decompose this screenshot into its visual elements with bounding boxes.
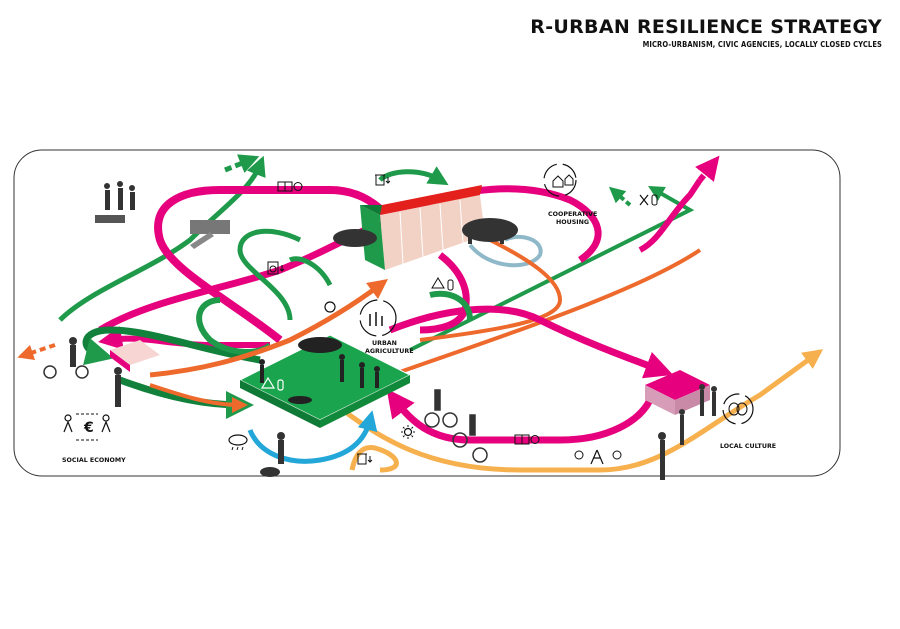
plot-side-right bbox=[320, 375, 410, 428]
flow-bottom-loop bbox=[349, 444, 399, 473]
flow-orange-main bbox=[149, 279, 389, 378]
svg-text:€: € bbox=[83, 420, 94, 436]
social-economy-block bbox=[110, 340, 160, 372]
recycle-bin-icon-bottom bbox=[357, 453, 373, 465]
diagram-frame bbox=[13, 149, 841, 477]
social-people bbox=[43, 337, 122, 407]
tools-icon bbox=[639, 194, 658, 206]
flow-green-agri bbox=[429, 290, 473, 321]
flow-green-social bbox=[82, 326, 261, 366]
label-urban-agriculture-1: URBAN bbox=[372, 340, 397, 347]
label-urban-agriculture-2: AGRICULTURE bbox=[365, 348, 414, 355]
flow-magenta-to-culture bbox=[388, 305, 674, 379]
book-mask-icon-bottom bbox=[514, 434, 540, 445]
flow-orange-right bbox=[399, 248, 702, 374]
worker-wheelbarrow bbox=[260, 432, 285, 477]
theatre-mask-icon bbox=[722, 393, 754, 425]
urban-agriculture-icon bbox=[359, 299, 397, 337]
label-cooperative-housing-2: HOUSING bbox=[556, 219, 589, 226]
label-social-economy: SOCIAL ECONOMY bbox=[62, 457, 126, 464]
book-mask-icon bbox=[277, 181, 303, 192]
flow-blue-plot bbox=[247, 410, 378, 464]
workshop-people bbox=[95, 181, 230, 249]
energy-icon bbox=[324, 301, 336, 313]
flow-green-dashed-topleft bbox=[224, 154, 260, 173]
flow-blue-housing bbox=[468, 234, 543, 268]
vegetables-icon bbox=[431, 277, 454, 291]
label-local-culture: LOCAL CULTURE bbox=[720, 443, 776, 450]
flow-orange-housing bbox=[419, 238, 563, 342]
flow-magenta-bottom bbox=[386, 388, 654, 444]
sun-icon bbox=[401, 425, 415, 439]
culture-people bbox=[658, 384, 717, 480]
weather-icon bbox=[228, 434, 248, 451]
flow-orange-low bbox=[149, 383, 248, 413]
flow-green-small bbox=[288, 256, 333, 287]
plot-side-left bbox=[240, 380, 320, 428]
flow-green-housing-top bbox=[378, 166, 449, 186]
label-cooperative-housing-1: COOPERATIVE bbox=[548, 211, 597, 218]
recycle-bin-icon bbox=[375, 174, 391, 186]
flow-orange-dashed-left bbox=[17, 343, 56, 361]
compost-icon-plot bbox=[260, 376, 284, 391]
title-block: R-URBAN RESILIENCE STRATEGY MICRO-URBANI… bbox=[530, 16, 882, 49]
flow-magenta-top-loop bbox=[154, 186, 405, 344]
flow-light-orange bbox=[328, 349, 824, 473]
house-cycle-icon bbox=[543, 163, 577, 197]
social-economy-icon: € bbox=[63, 413, 111, 441]
flow-green-dashed-top bbox=[608, 186, 632, 207]
flow-green-right bbox=[409, 186, 695, 352]
diagram-title: R-URBAN RESILIENCE STRATEGY bbox=[530, 16, 882, 38]
flow-green-loop-left bbox=[237, 228, 302, 321]
flow-magenta-topright bbox=[638, 178, 703, 253]
people-on-plot bbox=[259, 337, 380, 404]
energy-pylon-icon bbox=[574, 449, 622, 465]
diagram-subtitle: MICRO-URBANISM, CIVIC AGENCIES, LOCALLY … bbox=[642, 40, 882, 49]
compost-icon bbox=[267, 261, 285, 275]
housing-people bbox=[333, 218, 518, 247]
cyclists bbox=[424, 389, 488, 463]
